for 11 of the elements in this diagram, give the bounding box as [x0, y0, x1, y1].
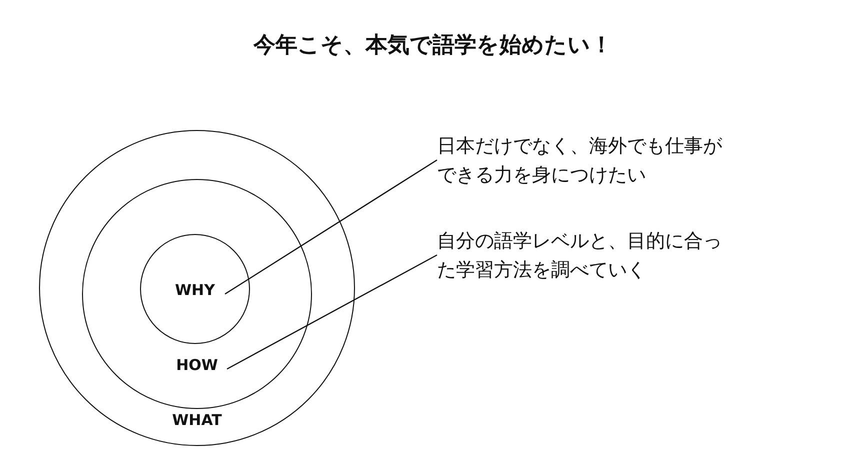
title: 今年こそ、本気で語学を始めたい！ — [252, 32, 614, 60]
leader-line — [224, 160, 438, 294]
inner-circle — [140, 234, 250, 344]
note-text: 日本だけでなく、海外でも仕事ができる力を身につけたい — [437, 132, 727, 190]
middle-circle — [82, 179, 312, 409]
circle-label: HOW — [175, 356, 219, 374]
outer-circle — [39, 130, 355, 446]
circle-label: WHAT — [171, 411, 223, 429]
leader-line — [226, 254, 438, 370]
circle-label: WHY — [174, 281, 216, 299]
note-text: 自分の語学レベルと、目的に合った学習方法を調べていく — [437, 227, 727, 285]
